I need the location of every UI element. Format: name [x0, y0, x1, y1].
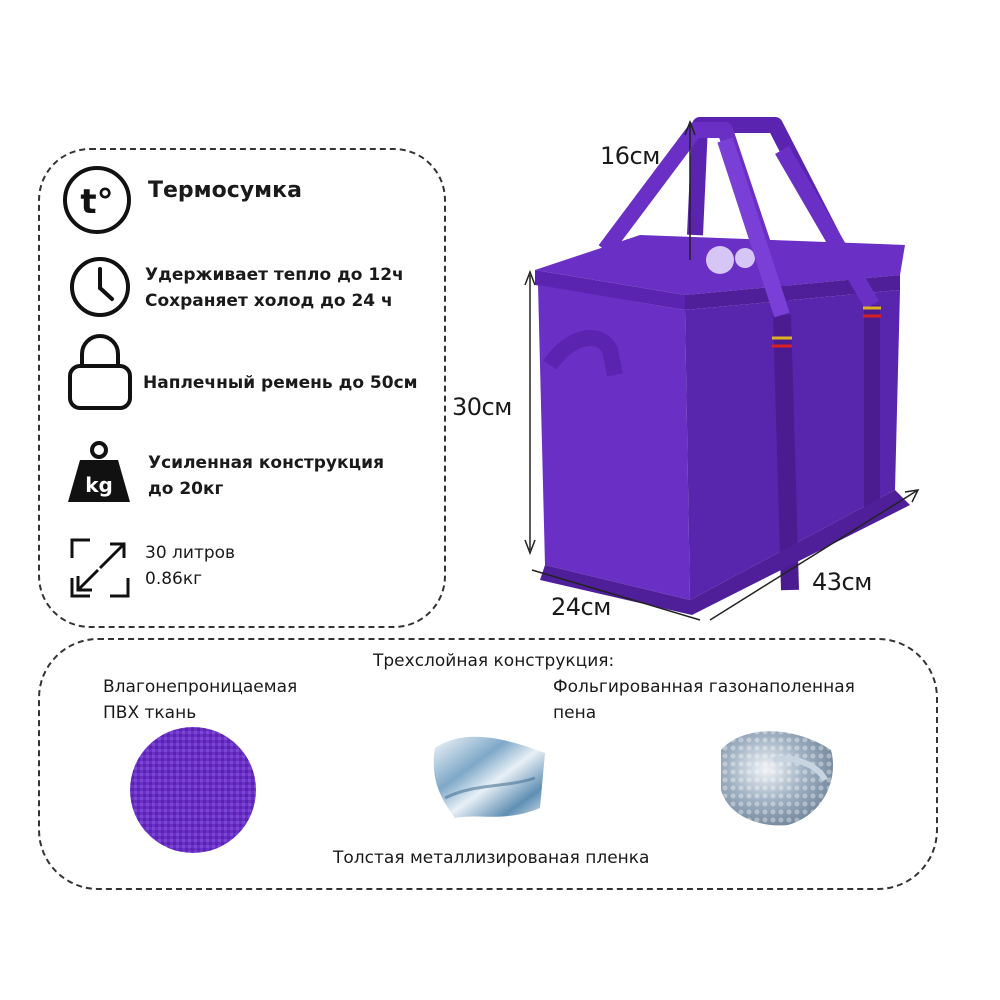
size-icon — [70, 538, 130, 598]
width-label: 24см — [551, 593, 611, 621]
heat-retention-text: Удерживает тепло до 12ч — [145, 265, 404, 285]
height-label: 30см — [452, 393, 512, 421]
kg-badge-text: kg — [85, 473, 113, 497]
weight-icon: kg — [66, 440, 132, 506]
snowflake-logo — [706, 246, 755, 274]
load-capacity-text: до 20кг — [148, 479, 224, 499]
foam-label-line1: Фольгированная газонаполенная — [553, 677, 855, 697]
features-panel — [38, 148, 446, 628]
fabric-label-line2: ПВХ ткань — [103, 703, 197, 723]
layers-heading: Трехслойная конструкция: — [373, 651, 615, 671]
cold-retention-text: Сохраняет холод до 24 ч — [145, 291, 393, 311]
temp-badge-text: t° — [80, 182, 113, 222]
bag-illustration — [520, 110, 940, 630]
product-title: Термосумка — [148, 178, 302, 203]
film-label: Толстая металлизированая пленка — [333, 848, 650, 868]
strap-text: Наплечный ремень до 50см — [143, 373, 418, 393]
thermometer-icon: t° — [62, 165, 132, 235]
metallized-film-image — [425, 728, 555, 828]
volume-text: 30 литров — [145, 543, 236, 563]
construction-text: Усиленная конструкция — [148, 453, 384, 473]
foam-label-line2: пена — [553, 703, 597, 723]
weight-text: 0.86кг — [145, 569, 203, 589]
fabric-swatch-image — [128, 725, 258, 855]
clock-icon — [68, 255, 132, 319]
handle-height-label: 16см — [600, 142, 660, 170]
lock-icon — [66, 332, 134, 412]
foil-foam-image — [713, 720, 843, 830]
length-label: 43см — [812, 568, 872, 596]
layers-panel — [38, 638, 938, 890]
fabric-label-line1: Влагонепроницаемая — [103, 677, 298, 697]
